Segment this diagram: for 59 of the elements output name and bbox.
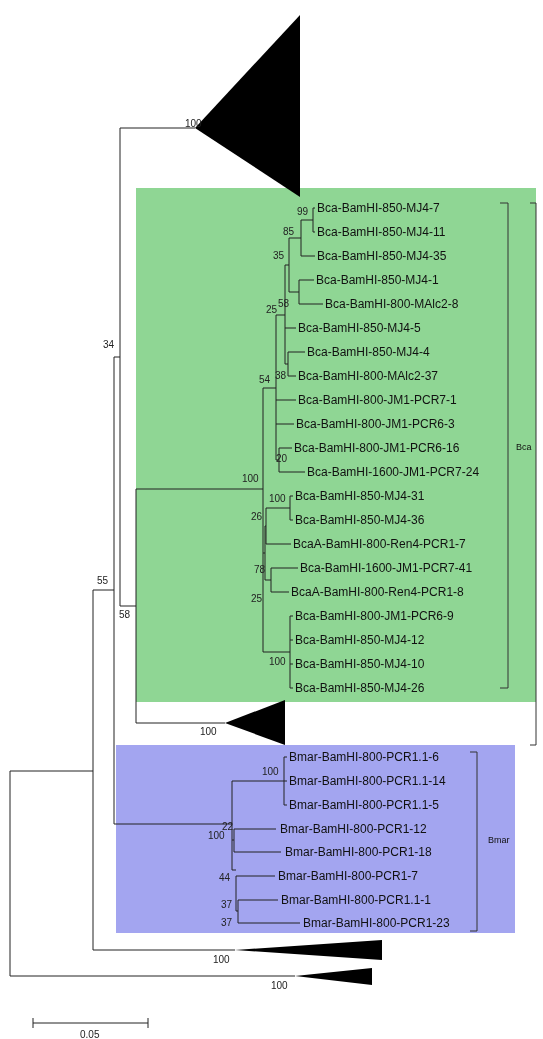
taxon-label: Bca-BamHI-1600-JM1-PCR7-41: [300, 561, 473, 575]
bootstrap-value: 100: [242, 473, 259, 485]
bootstrap-value: 100: [200, 726, 217, 738]
bootstrap-value: 100: [208, 830, 225, 842]
bootstrap-value: 35: [273, 250, 285, 262]
taxon-label: Bca-BamHI-850-MJ4-4: [307, 345, 430, 359]
bootstrap-value: 58: [119, 609, 131, 621]
taxon-label: Bmar-BamHI-800-PCR1-23: [303, 916, 450, 930]
taxon-label: Bca-BamHI-850-MJ4-12: [295, 633, 425, 647]
taxon-label: Bca-BamHI-800-JM1-PCR6-16: [294, 441, 460, 455]
bootstrap-value: 26: [251, 511, 263, 523]
taxon-label: BcaA-BamHI-800-Ren4-PCR1-8: [291, 585, 464, 599]
bootstrap-value: 54: [259, 374, 271, 386]
bootstrap-value: 22: [222, 821, 234, 832]
bootstrap-value: 37: [221, 899, 233, 911]
taxon-label: BcaA-BamHI-800-Ren4-PCR1-7: [293, 537, 466, 551]
bootstrap-value: 34: [103, 339, 115, 351]
bootstrap-value: 85: [283, 226, 295, 238]
taxon-label: Bca-BamHI-800-MAlc2-8: [325, 297, 459, 311]
taxon-label: Bca-BamHI-850-MJ4-11: [317, 225, 446, 239]
taxon-label: Bca-BamHI-850-MJ4-10: [295, 657, 425, 671]
taxon-label: Bca-BamHI-800-JM1-PCR6-3: [296, 417, 455, 431]
taxon-label: Bca-BamHI-800-JM1-PCR6-9: [295, 609, 454, 623]
bootstrap-value: 25: [251, 593, 263, 605]
taxon-label: Bmar-BamHI-800-PCR1.1-1: [281, 893, 432, 907]
taxon-label: Bca-BamHI-1600-JM1-PCR7-24: [307, 465, 480, 479]
bootstrap-value: 100: [262, 766, 279, 778]
taxon-label: Bca-BamHI-850-MJ4-31: [295, 489, 425, 503]
bootstrap-value: 25: [266, 304, 278, 316]
bootstrap-value: 100: [271, 980, 288, 992]
taxon-label: Bmar-BamHI-800-PCR1-18: [285, 845, 432, 859]
taxon-label: Bca-BamHI-850-MJ4-35: [317, 249, 447, 263]
bootstrap-value: 99: [297, 206, 309, 218]
bootstrap-value: 100: [213, 954, 230, 966]
bootstrap-value: 78: [254, 564, 266, 576]
bootstrap-value: 38: [275, 370, 287, 382]
taxon-label: Bmar-BamHI-800-PCR1-7: [278, 869, 419, 883]
bootstrap-value: 44: [219, 872, 231, 884]
taxon-label: Bca-BamHI-800-JM1-PCR7-1: [298, 393, 457, 407]
taxon-label: Bmar-BamHI-800-PCR1.1-6: [289, 750, 440, 764]
clade-label: Bca: [516, 442, 532, 453]
taxon-label: Bmar-BamHI-800-PCR1.1-14: [289, 774, 446, 788]
clade-label: Bmar: [488, 835, 510, 846]
taxon-label: Bmar-BamHI-800-PCR1.1-5: [289, 798, 440, 812]
taxon-label: Bca-BamHI-850-MJ4-1: [316, 273, 439, 287]
taxon-label: Bca-BamHI-850-MJ4-36: [295, 513, 425, 527]
taxon-label: Bca-BamHI-850-MJ4-26: [295, 681, 425, 695]
taxon-label: Bca-BamHI-850-MJ4-7: [317, 201, 440, 215]
bootstrap-value: 58: [278, 298, 290, 310]
scale-label: 0.05: [80, 1029, 100, 1039]
bootstrap-value: 100: [269, 493, 286, 505]
taxon-label: Bmar-BamHI-800-PCR1-12: [280, 822, 427, 836]
bootstrap-value: 55: [97, 575, 109, 587]
bootstrap-value: 100: [269, 656, 286, 668]
bootstrap-value: 20: [276, 453, 288, 465]
bootstrap-value: 100: [185, 118, 202, 130]
bootstrap-value: 37: [221, 917, 233, 929]
taxon-label: Bca-BamHI-850-MJ4-5: [298, 321, 421, 335]
taxon-label: Bca-BamHI-800-MAlc2-37: [298, 369, 439, 383]
